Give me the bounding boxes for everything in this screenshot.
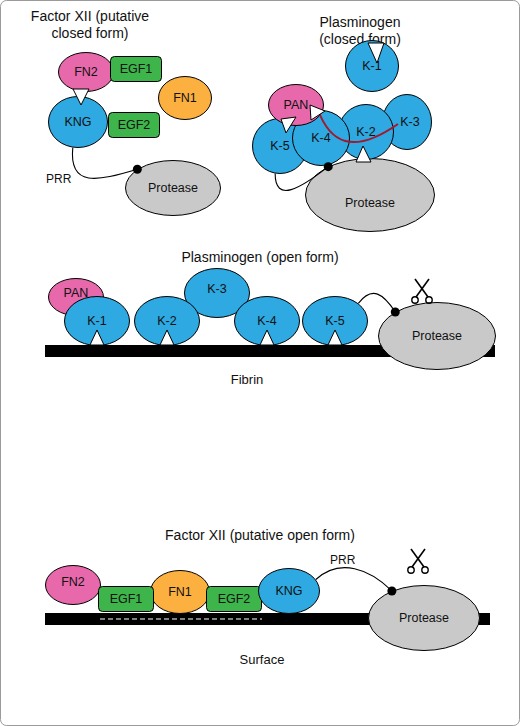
shape-outline — [305, 158, 435, 232]
surface-label: Surface — [240, 653, 285, 667]
domain-box: EGF1 — [110, 56, 162, 82]
domain-label: K-4 — [311, 131, 330, 145]
domain-ellipse: K-1 — [64, 296, 130, 346]
domain-ellipse: FN2 — [45, 565, 101, 605]
domain-label: Protease — [399, 611, 449, 625]
surface-label: Fibrin — [231, 373, 264, 387]
domain-label: K-3 — [400, 115, 419, 129]
region-label: PRR — [330, 553, 355, 567]
domain-label: K-2 — [356, 125, 375, 139]
shape-fill — [303, 297, 368, 346]
panel-title: Factor XII (putative closed form) — [10, 8, 170, 42]
domain-label: Protease — [148, 181, 198, 195]
shape-fill — [379, 303, 496, 370]
panel-title: Factor XII (putative open form) — [60, 527, 460, 544]
scissors-handle — [412, 297, 418, 303]
domain-label: FN2 — [74, 65, 98, 79]
shape-fill — [151, 571, 210, 614]
scissors-handle — [408, 567, 414, 573]
shape-fill — [159, 77, 212, 120]
domain-label: FN1 — [173, 91, 197, 105]
domain-ellipse: KNG — [48, 96, 108, 148]
scissors-symbol — [412, 279, 432, 303]
scissors-blade — [411, 549, 424, 567]
shape-fill — [383, 95, 432, 150]
domain-ellipse: K-1 — [345, 40, 399, 92]
domain-ellipse: KNG — [258, 568, 320, 614]
shape-fill — [99, 587, 154, 612]
scissors-symbol — [408, 549, 428, 573]
panel-title: Plasminogen (open form) — [60, 249, 460, 266]
domain-box: EGF1 — [98, 586, 154, 612]
domain-label: FN2 — [61, 575, 85, 589]
domain-label: EGF1 — [120, 62, 153, 76]
domain-box: EGF2 — [206, 586, 262, 612]
domain-ellipse: Protease — [368, 585, 480, 651]
domain-label: FN1 — [168, 585, 192, 599]
domain-label: K-5 — [325, 314, 344, 328]
domain-label: K-1 — [362, 59, 381, 73]
shape-fill — [111, 57, 162, 82]
domain-ellipse: K-4 — [234, 296, 300, 346]
domain-ellipse: K-2 — [134, 296, 200, 346]
shape-fill — [126, 161, 221, 216]
domain-ellipse: PAN — [268, 84, 324, 126]
scissors-handle — [422, 567, 428, 573]
domain-label: EGF2 — [118, 118, 151, 132]
domain-label: K-3 — [207, 282, 226, 296]
domain-label: K-2 — [157, 314, 176, 328]
domain-label: Protease — [345, 196, 395, 210]
shape-fill — [109, 113, 160, 138]
shape-fill — [46, 566, 101, 605]
scissors-blade — [416, 279, 429, 297]
linker-line — [316, 568, 392, 591]
shape-fill — [293, 111, 350, 166]
domain-ellipse: Protease — [378, 302, 496, 370]
linker-line — [72, 148, 137, 179]
domain-box: EGF2 — [108, 112, 160, 138]
domain-label: Protease — [412, 329, 462, 343]
domain-label: PAN — [284, 98, 309, 112]
domain-ellipse: FN2 — [58, 52, 114, 92]
domain-ellipse: Protease — [305, 158, 435, 232]
region-label: PRR — [46, 172, 71, 186]
shape-fill — [49, 97, 108, 148]
scissors-blade — [412, 549, 425, 567]
shape-fill — [259, 569, 320, 614]
domain-ellipse: K-5 — [302, 296, 368, 346]
shape-fill — [369, 586, 480, 651]
domain-label: K-1 — [87, 314, 106, 328]
shape-fill — [269, 85, 324, 126]
shape-fill — [135, 297, 200, 346]
domain-label: K-4 — [257, 314, 276, 328]
shape-fill — [339, 105, 394, 160]
scissors-blade — [415, 279, 428, 297]
domain-label: K-5 — [270, 139, 289, 153]
domain-label: EGF2 — [218, 592, 251, 606]
shape-fill — [235, 297, 300, 346]
domain-label: KNG — [275, 584, 302, 598]
domain-ellipse: FN1 — [158, 76, 212, 120]
domain-label: EGF1 — [110, 592, 143, 606]
domain-ellipse: FN1 — [150, 570, 210, 614]
shape-fill — [346, 41, 399, 92]
shape-fill — [59, 53, 114, 92]
shape-fill — [65, 297, 130, 346]
domain-ellipse: Protease — [125, 160, 221, 216]
domain-label: KNG — [64, 115, 91, 129]
shape-fill — [306, 159, 435, 232]
shape-fill — [207, 587, 262, 612]
